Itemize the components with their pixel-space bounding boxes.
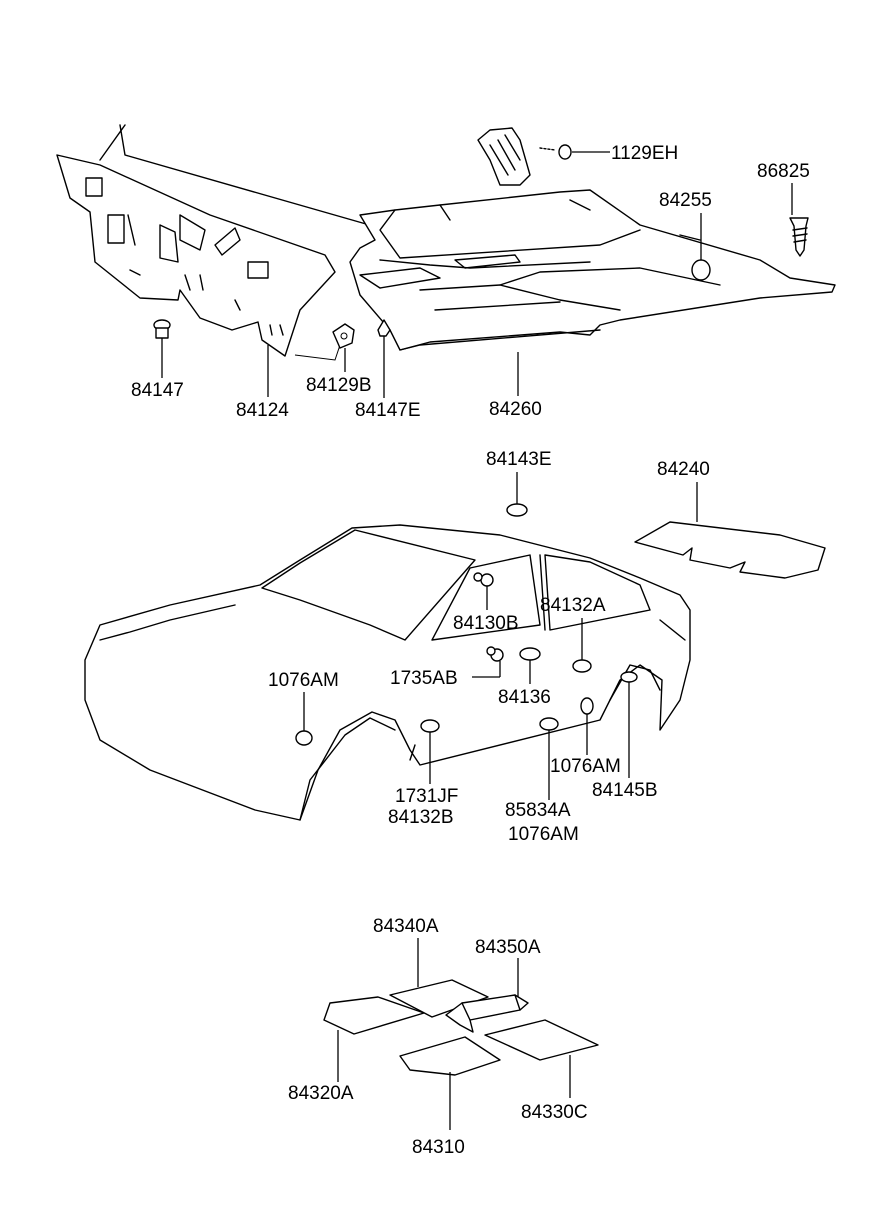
label-84147: 84147 xyxy=(131,380,184,401)
fastener-84129B-icon xyxy=(332,323,355,349)
label-84124: 84124 xyxy=(236,400,289,421)
car-body-outline xyxy=(84,524,691,821)
label-1076AM-bottom: 1076AM xyxy=(508,824,579,845)
plug-85834A-icon xyxy=(539,717,559,731)
plug-84255-icon xyxy=(691,259,711,281)
label-84330C: 84330C xyxy=(521,1102,588,1123)
plug-84130B-icon xyxy=(473,572,494,587)
label-84310: 84310 xyxy=(412,1137,465,1158)
label-84147E: 84147E xyxy=(355,400,421,421)
label-1076AM-left: 1076AM xyxy=(268,670,339,691)
floor-carpet xyxy=(349,189,836,351)
label-1735AB: 1735AB xyxy=(390,668,458,689)
label-84130B: 84130B xyxy=(453,613,519,634)
fastener-84147E-icon xyxy=(377,319,391,337)
fastener-84147-icon xyxy=(153,319,171,339)
label-84260: 84260 xyxy=(489,399,542,420)
label-86825: 86825 xyxy=(757,161,810,182)
leader-lines xyxy=(161,151,793,1130)
plug-84145B-icon xyxy=(620,671,638,683)
mat-84330C xyxy=(484,1019,599,1061)
label-85834A: 85834A xyxy=(505,800,571,821)
label-84255: 84255 xyxy=(659,190,712,211)
label-84240: 84240 xyxy=(657,459,710,480)
label-84320A: 84320A xyxy=(288,1083,354,1104)
clip-86825-icon xyxy=(789,217,809,257)
plug-84132A-icon xyxy=(572,659,592,673)
trunk-mat-84240 xyxy=(634,521,826,579)
mat-84320A xyxy=(323,996,425,1035)
dash-insulator-panel xyxy=(56,124,381,361)
plug-84143E-icon xyxy=(506,503,528,517)
label-1731JF: 1731JF xyxy=(395,786,458,807)
label-84350A: 84350A xyxy=(475,937,541,958)
label-1129EH: 1129EH xyxy=(611,143,678,164)
label-84136: 84136 xyxy=(498,687,551,708)
plug-1076AM-rear-icon xyxy=(580,697,594,715)
part-labels: 1129EH 86825 84255 84147 84124 84129B 84… xyxy=(131,143,810,1158)
plug-1735AB-icon xyxy=(486,646,504,662)
floor-mats-set xyxy=(323,979,599,1076)
mat-84310 xyxy=(399,1036,501,1076)
label-84129B: 84129B xyxy=(306,375,372,396)
label-84340A: 84340A xyxy=(373,916,439,937)
label-1076AM-rear: 1076AM xyxy=(550,756,621,777)
plug-1076AM-left-icon xyxy=(295,730,313,746)
label-84132A: 84132A xyxy=(540,595,606,616)
plug-84136-icon xyxy=(519,647,541,661)
plug-1731JF-icon xyxy=(420,719,440,733)
label-84143E: 84143E xyxy=(486,449,552,470)
bracket-1129EH xyxy=(477,127,572,186)
label-84145B: 84145B xyxy=(592,780,658,801)
mat-84340A xyxy=(389,979,489,1018)
label-84132B: 84132B xyxy=(388,807,454,828)
